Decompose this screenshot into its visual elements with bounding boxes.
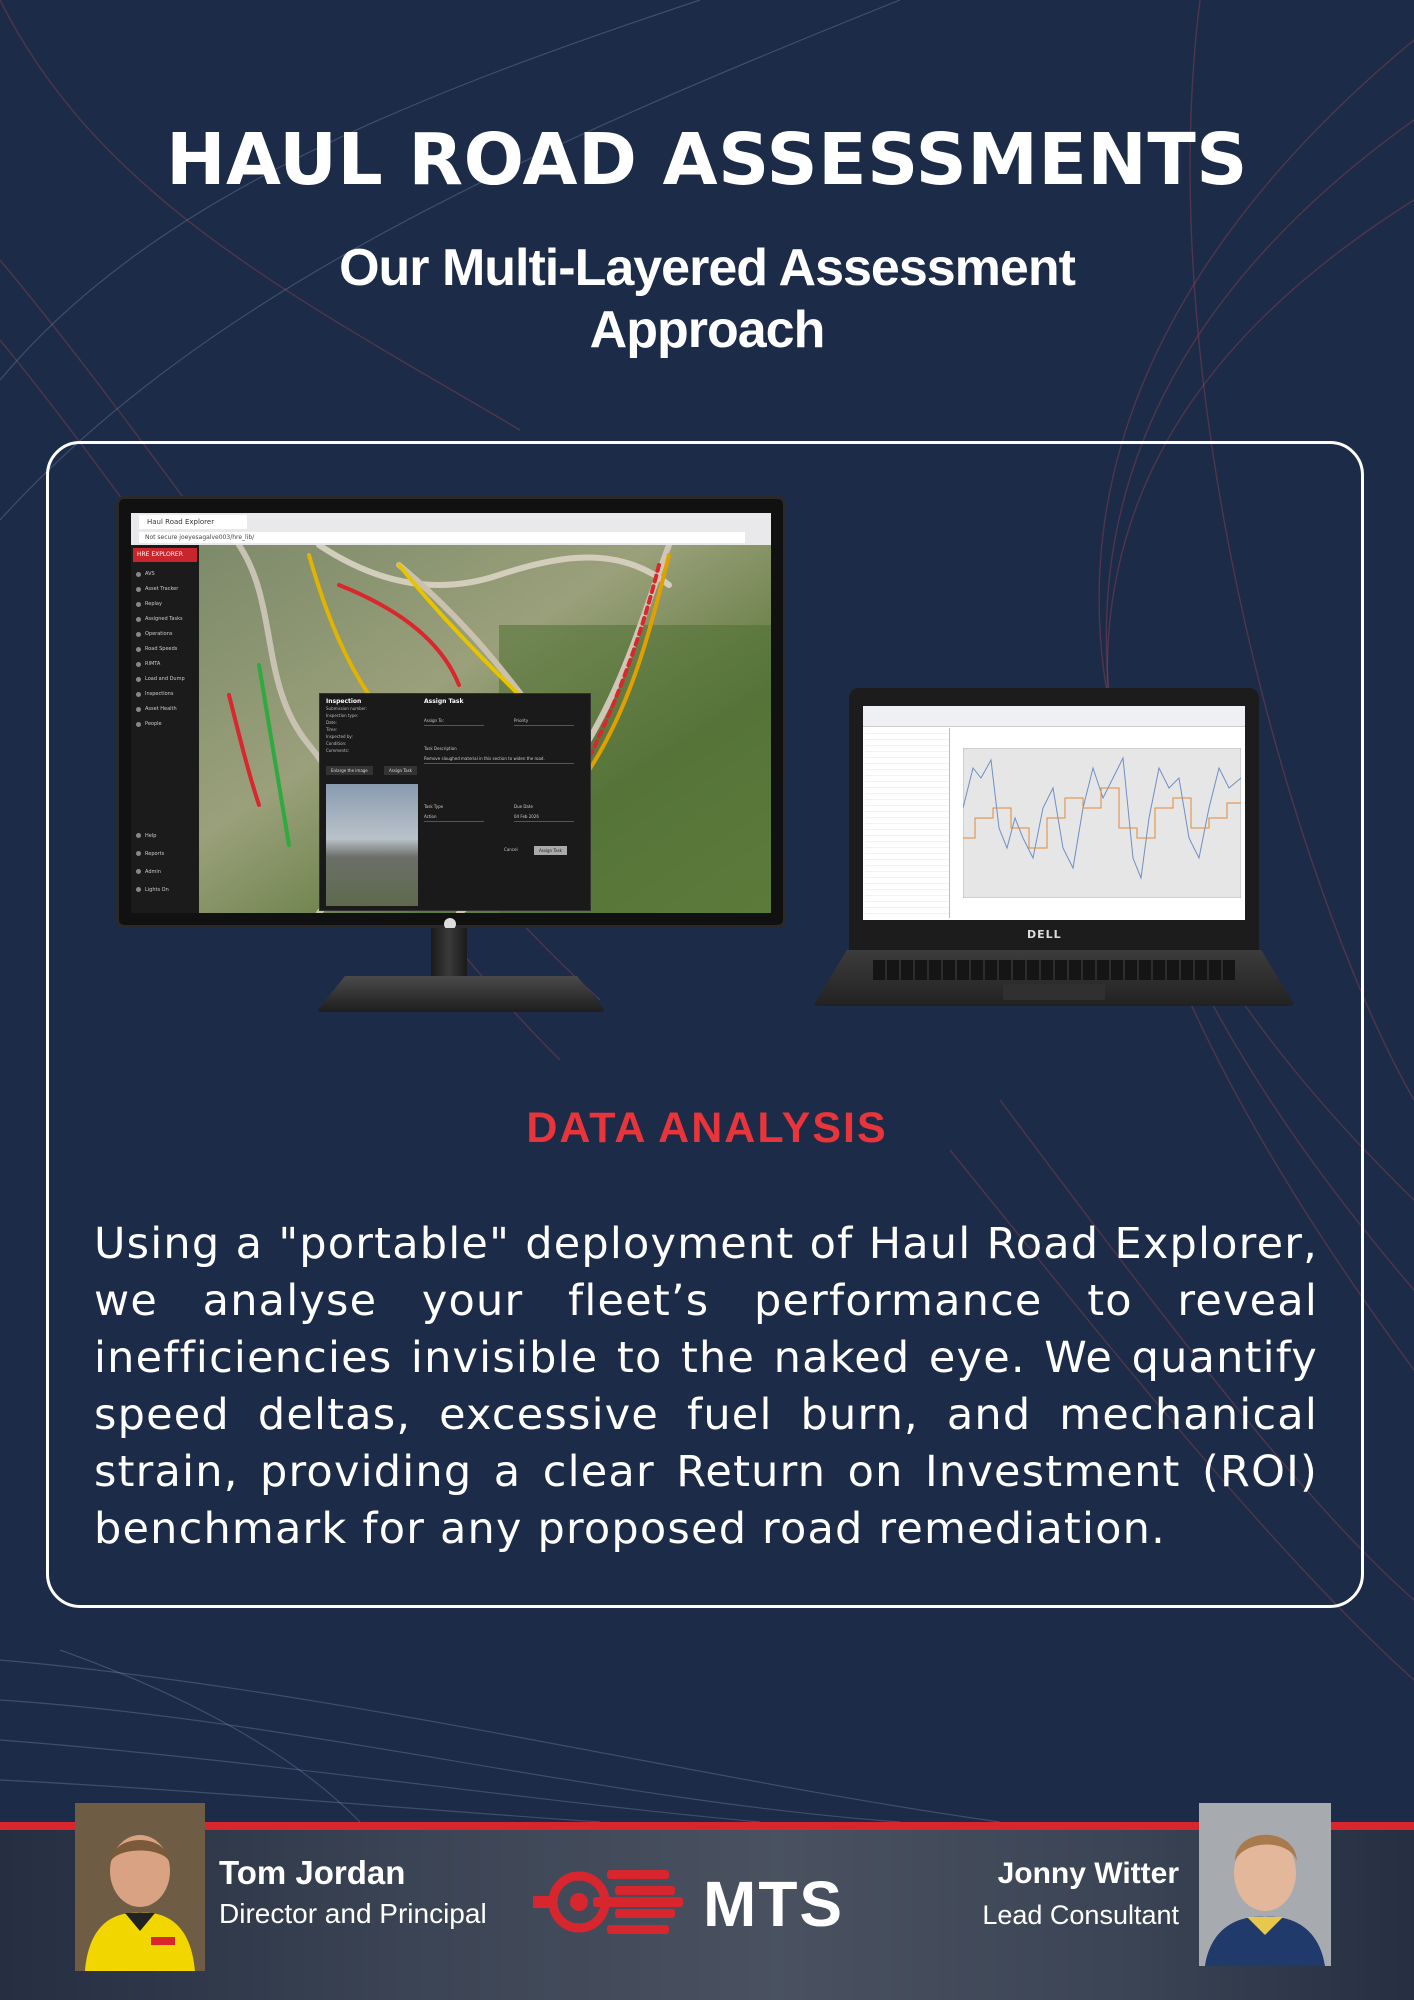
app-menu-item: Lights On [135, 881, 169, 899]
footer-band [0, 1822, 1414, 2000]
browser-tab: Haul Road Explorer [139, 515, 247, 529]
inspection-title: Inspection [326, 698, 362, 705]
app-menu-item: Help [135, 827, 169, 845]
assign-task-panel: Assign Task Assign To: Priority Task Des… [424, 698, 584, 906]
laptop-touchpad [1003, 984, 1105, 1000]
laptop-lid: DELL [849, 688, 1259, 950]
laptop-keyboard [873, 960, 1235, 980]
app-menu-item: Road Speeds [135, 642, 185, 657]
left-person-role: Director and Principal [219, 1898, 487, 1929]
speed-line [963, 756, 1241, 880]
inspection-row: Time: [326, 727, 338, 732]
assign-task-button[interactable]: Assign Task [534, 846, 567, 855]
task-type-label: Task Type [424, 804, 444, 809]
right-person-role: Lead Consultant [982, 1900, 1179, 1930]
inspection-panel: Inspection Submission number: Inspection… [326, 698, 418, 906]
priority-field[interactable]: Priority [514, 716, 574, 726]
task-description-label: Task Description [424, 746, 457, 751]
inspection-dialog: Inspection Submission number: Inspection… [319, 693, 591, 911]
app-menu: AVS Asset Tracker Replay Assigned Tasks … [135, 567, 185, 732]
mts-logo-text: MTS [703, 1868, 844, 1940]
section-body-text: Using a "portable" deployment of Haul Ro… [94, 1219, 1318, 1554]
app-menu-item: Admin [135, 863, 169, 881]
address-bar: Not secure joeyesagalve003/hre_lib/ [139, 532, 745, 543]
inspection-row: Date: [326, 720, 337, 725]
app-menu-item: People [135, 717, 185, 732]
due-date-input[interactable]: 04 Feb 2026 [514, 812, 574, 822]
avatar [1199, 1803, 1331, 1966]
app-menu-item: Assigned Tasks [135, 612, 185, 627]
laptop-screen [863, 706, 1245, 920]
due-date-label: Due Date [514, 804, 533, 809]
cancel-button[interactable]: Cancel [504, 847, 518, 852]
inspection-row: Submission number: [326, 706, 368, 711]
app-menu-item: Operations [135, 627, 185, 642]
inspection-row: Inspected by: [326, 734, 353, 739]
inspection-row: Condition: [326, 741, 347, 746]
person-photo-right [1199, 1803, 1331, 1966]
app-menu-item: RIMTA [135, 657, 185, 672]
app-menu-item: Asset Tracker [135, 582, 185, 597]
enlarge-image-button[interactable]: Enlarge the image [326, 766, 373, 775]
app-sidebar: HRE EXPLORER AVS Asset Tracker Replay As… [131, 545, 199, 913]
monitor-base [316, 976, 606, 1012]
mts-logo-icon [533, 1870, 683, 1934]
app-menu-item: AVS [135, 567, 185, 582]
app-menu-item: Asset Health [135, 702, 185, 717]
laptop-brand-logo: DELL [1027, 928, 1062, 941]
road-photo [326, 784, 418, 906]
task-type-select[interactable]: Action [424, 812, 484, 822]
right-person-name: Jonny Witter [997, 1857, 1179, 1890]
app-menu-bottom: Help Reports Admin Lights On [135, 827, 169, 899]
monitor-illustration: Haul Road Explorer Not secure joeyesagal… [116, 496, 786, 1016]
app-menu-item: Inspections [135, 687, 185, 702]
laptop-data-table [865, 728, 950, 918]
assign-task-tab[interactable]: Assign Task [384, 766, 417, 775]
browser-bar: Haul Road Explorer Not secure joeyesagal… [131, 513, 771, 545]
assign-task-title: Assign Task [424, 698, 464, 705]
target-line [963, 787, 1241, 849]
app-logo: HRE EXPLORER [133, 548, 197, 562]
monitor-frame: Haul Road Explorer Not secure joeyesagal… [116, 496, 786, 930]
content-card [46, 441, 1364, 1608]
mts-logo: MTS [533, 1868, 844, 1940]
person-photo-left [75, 1803, 205, 1971]
laptop-illustration: DELL [813, 688, 1295, 1018]
app-menu-item: Replay [135, 597, 185, 612]
page-subtitle: Our Multi-Layered Assessment Approach [339, 239, 1076, 359]
footer-accent-line [0, 1822, 1414, 1830]
avatar [75, 1803, 205, 1971]
task-description-input[interactable]: Remove sloughed material in this section… [424, 754, 574, 764]
app-menu-item: Load and Dump [135, 672, 185, 687]
laptop-toolbar [863, 706, 1245, 727]
laptop-line-chart [963, 748, 1241, 898]
section-heading: DATA ANALYSIS [526, 1104, 888, 1152]
assign-to-field[interactable]: Assign To: [424, 716, 484, 726]
inspection-row: Comments: [326, 748, 350, 753]
monitor-screen: Haul Road Explorer Not secure joeyesagal… [131, 513, 771, 913]
inspection-row: Inspection type: [326, 713, 359, 718]
footer-shade [0, 1822, 1414, 2000]
left-person-name: Tom Jordan [219, 1854, 406, 1891]
monitor-logo-icon [444, 918, 456, 930]
app-menu-item: Reports [135, 845, 169, 863]
page-title: HAUL ROAD ASSESSMENTS [166, 118, 1248, 201]
